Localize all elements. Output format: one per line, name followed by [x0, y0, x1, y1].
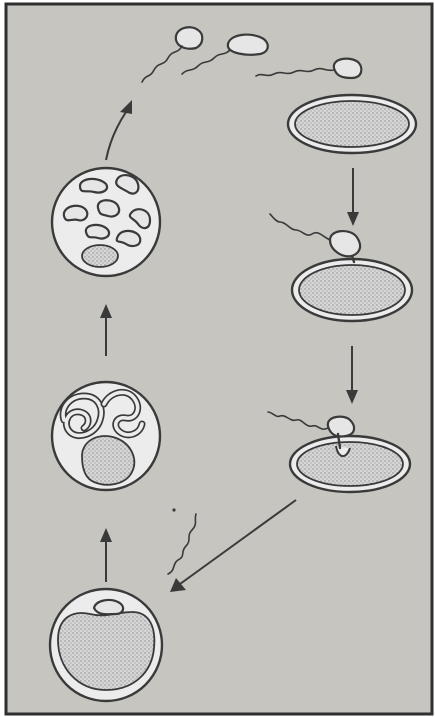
phage-head	[228, 35, 268, 55]
new-phage-4	[98, 200, 119, 216]
new-phage-6	[86, 225, 109, 239]
host-nucleoid-remnant	[82, 245, 118, 267]
cytoplasm	[299, 265, 405, 315]
phage-dna-segment	[94, 600, 123, 614]
uninfected-bacterium	[288, 95, 416, 153]
phage-assembly	[52, 168, 160, 276]
phage-head	[176, 27, 202, 48]
phage-head	[328, 417, 354, 437]
dna-replication	[52, 382, 160, 490]
new-phage-1	[80, 179, 107, 193]
cytoplasm	[295, 101, 409, 147]
dna-uptake-in-host	[50, 589, 162, 701]
phage-head	[334, 59, 362, 78]
new-phage-3	[64, 206, 87, 221]
dna-dot	[172, 508, 175, 511]
host-nucleoid	[82, 436, 134, 485]
